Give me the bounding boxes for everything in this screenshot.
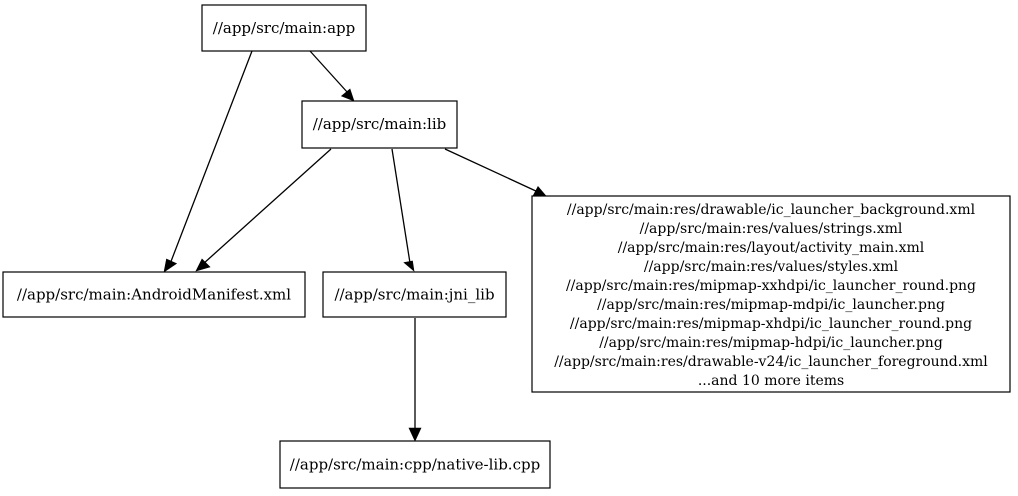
edge-lib-to-jni-lib bbox=[391, 148, 415, 272]
node-native-lib-cpp[interactable]: //app/src/main:cpp/native-lib.cpp bbox=[279, 440, 551, 489]
node-res-group-box[interactable] bbox=[531, 195, 1011, 393]
edge-jni-lib-to-native-lib bbox=[408, 318, 422, 442]
node-res-group-label-line-6: //app/src/main:res/mipmap-xhdpi/ic_launc… bbox=[570, 316, 972, 332]
node-lib-box[interactable] bbox=[301, 100, 458, 149]
node-native-lib-cpp-box[interactable] bbox=[279, 440, 551, 489]
node-android-manifest-label: //app/src/main:AndroidManifest.xml bbox=[17, 286, 291, 304]
node-lib-label: //app/src/main:lib bbox=[313, 115, 447, 133]
edge-lib-to-res-group bbox=[444, 148, 547, 197]
edge-app-to-lib bbox=[309, 50, 355, 102]
node-android-manifest[interactable]: //app/src/main:AndroidManifest.xml bbox=[2, 271, 306, 318]
node-android-manifest-box[interactable] bbox=[2, 271, 306, 318]
node-res-group-label-line-4: //app/src/main:res/mipmap-xxhdpi/ic_laun… bbox=[566, 278, 976, 294]
node-res-group-label-line-5: //app/src/main:res/mipmap-mdpi/ic_launch… bbox=[597, 297, 945, 313]
node-app-label: //app/src/main:app bbox=[213, 19, 355, 37]
node-lib[interactable]: //app/src/main:lib bbox=[301, 100, 458, 149]
node-jni-lib[interactable]: //app/src/main:jni_lib bbox=[322, 271, 507, 318]
node-app-box[interactable] bbox=[201, 4, 367, 52]
node-res-group-label-line-8: //app/src/main:res/drawable-v24/ic_launc… bbox=[554, 354, 988, 370]
node-res-group-label-line-9: ...and 10 more items bbox=[698, 373, 844, 389]
node-res-group-label-line-3: //app/src/main:res/values/styles.xml bbox=[644, 259, 899, 275]
node-res-group-label-line-1: //app/src/main:res/values/strings.xml bbox=[640, 221, 903, 237]
edge-lib-to-manifest bbox=[195, 148, 332, 272]
node-res-group-label-line-2: //app/src/main:res/layout/activity_main.… bbox=[618, 240, 925, 256]
node-native-lib-cpp-label: //app/src/main:cpp/native-lib.cpp bbox=[290, 456, 540, 474]
node-app[interactable]: //app/src/main:app bbox=[201, 4, 367, 52]
node-res-group-label-line-0: //app/src/main:res/drawable/ic_launcher_… bbox=[567, 202, 976, 218]
node-res-group-label-line-7: //app/src/main:res/mipmap-hdpi/ic_launch… bbox=[599, 335, 943, 351]
edge-app-to-manifest bbox=[163, 50, 253, 273]
node-jni-lib-label: //app/src/main:jni_lib bbox=[334, 286, 494, 304]
node-res-group[interactable]: //app/src/main:res/drawable/ic_launcher_… bbox=[531, 195, 1011, 393]
node-jni-lib-box[interactable] bbox=[322, 271, 507, 318]
